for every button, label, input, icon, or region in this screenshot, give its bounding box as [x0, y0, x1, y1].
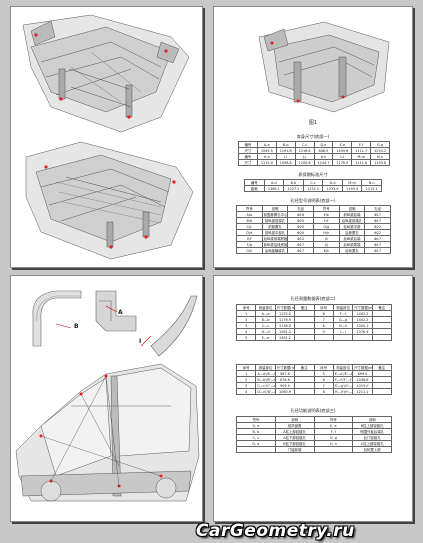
table-cell: 1233.9	[322, 185, 343, 192]
p4-table1-title: 孔径测量数据表(底部二)	[290, 296, 336, 301]
page-1-underbody	[10, 6, 203, 268]
table-cell: 1186.1	[263, 185, 285, 192]
table-cell: H—h'/H'—h	[332, 388, 354, 395]
table-cell: 1176.9	[332, 159, 353, 166]
table1-title: 车身尺寸(底部一)	[296, 134, 330, 139]
table-cell: 1244.7	[313, 159, 334, 166]
table-cell	[352, 334, 373, 341]
table-cell: 后地板横梁孔	[261, 247, 289, 254]
table-cell: 1224.3	[302, 185, 324, 192]
table3-title: 孔径型号说明表(底部一)	[290, 198, 336, 203]
figure-caption: 图1	[308, 120, 318, 126]
table-cell: 距离	[244, 185, 265, 192]
table-cell: 4	[235, 388, 257, 395]
table-cell: 1211.1	[352, 388, 373, 395]
hole-description-table-1: 符号说明孔径符号说明孔径A/a前围悬置孔中心距Φ16E/e前纵梁后端Φ17B/b…	[236, 205, 391, 254]
callout-a: A	[118, 309, 123, 316]
table-cell: 1361.2	[274, 334, 296, 341]
underbody-drawing-front	[258, 21, 390, 113]
table-cell: 1098.8	[275, 159, 296, 166]
table-cell: 5	[235, 334, 257, 341]
table-cell: G/h	[236, 247, 263, 254]
table-cell	[236, 446, 276, 453]
table-cell: 后纵梁前端底板孔	[261, 235, 289, 242]
table-cell: 尺寸数据(mm)	[274, 364, 296, 371]
table-cell: 前纵梁前端孔	[261, 217, 289, 224]
table-cell	[313, 446, 354, 453]
table-cell: 测量部位	[332, 304, 354, 311]
page-4-tables: 孔径测量数据表(底部二) 序号测量部位尺寸数据(mm)备注序号测量部位尺寸数据(…	[213, 275, 413, 522]
page-3-side-body: B A I	[10, 275, 203, 522]
measurement-table-1: 序号测量部位尺寸数据(mm)备注序号测量部位尺寸数据(mm)备注1A—a1125…	[235, 304, 393, 341]
table-cell: 1227.1	[283, 185, 304, 192]
table-cell: 1060.9	[274, 388, 296, 395]
table-cell	[313, 334, 334, 341]
table-cell	[294, 388, 315, 395]
table-cell: 后轮罩上部	[352, 446, 392, 453]
table-cell: 尺寸数据(mm)	[352, 304, 373, 311]
table-cell: D—d'/D'—d	[255, 388, 276, 395]
table-cell: 后轮罩孔	[338, 247, 366, 254]
table-cell: K/k	[312, 247, 340, 254]
table-cell: E—e	[255, 334, 276, 341]
table-cell: 1213.1	[361, 185, 382, 192]
table-cell: 1193.3	[341, 185, 363, 192]
table-cell	[332, 334, 354, 341]
p4-table3-title: 孔径功能说明表(底部三)	[290, 408, 336, 413]
table-cell: 1200.6	[294, 159, 315, 166]
table-cell	[294, 334, 315, 341]
table-cell: 前纵梁中部孔	[261, 229, 289, 236]
table-cell: 1193.8	[370, 159, 390, 166]
cargeometry-logo: CarGeometry.ru	[196, 521, 355, 541]
table-cell: Φ17	[287, 247, 314, 254]
table-cell	[371, 334, 393, 341]
measurement-table-2: 序号测量部位尺寸数据(mm)备注序号测量部位尺寸数据(mm)备注1A—a'/A'…	[235, 364, 393, 395]
table-row: 符号说明孔径符号说明孔径	[236, 205, 391, 212]
table-cell: 尺寸数据(mm)	[274, 304, 296, 311]
table-cell: Φ17	[364, 247, 391, 254]
underbody-drawing-top-bottom	[22, 14, 194, 260]
table-cell: 尺寸数据(mm)	[352, 364, 373, 371]
table-cell: 前围悬置孔中心距	[261, 211, 289, 218]
table-cell: 1115.4	[256, 159, 277, 166]
table2-title: 质保期标准尺寸	[298, 172, 328, 177]
table-cell: 门槛前端	[274, 446, 315, 453]
table-cell: 8	[313, 388, 334, 395]
table-cell: 尺寸	[238, 159, 258, 166]
table-cell: 测量部位	[332, 364, 354, 371]
table-cell: 后纵梁前端孔	[338, 217, 366, 224]
side-body-drawing: B A I	[15, 290, 200, 502]
table-row: 门槛前端 后轮罩上部	[236, 446, 392, 453]
callout-i: I	[139, 338, 141, 345]
table-cell: 1211.6	[351, 159, 372, 166]
callout-b: B	[74, 323, 79, 330]
table-cell	[371, 388, 393, 395]
table-cell: 前纵梁后段底板孔	[261, 241, 289, 248]
